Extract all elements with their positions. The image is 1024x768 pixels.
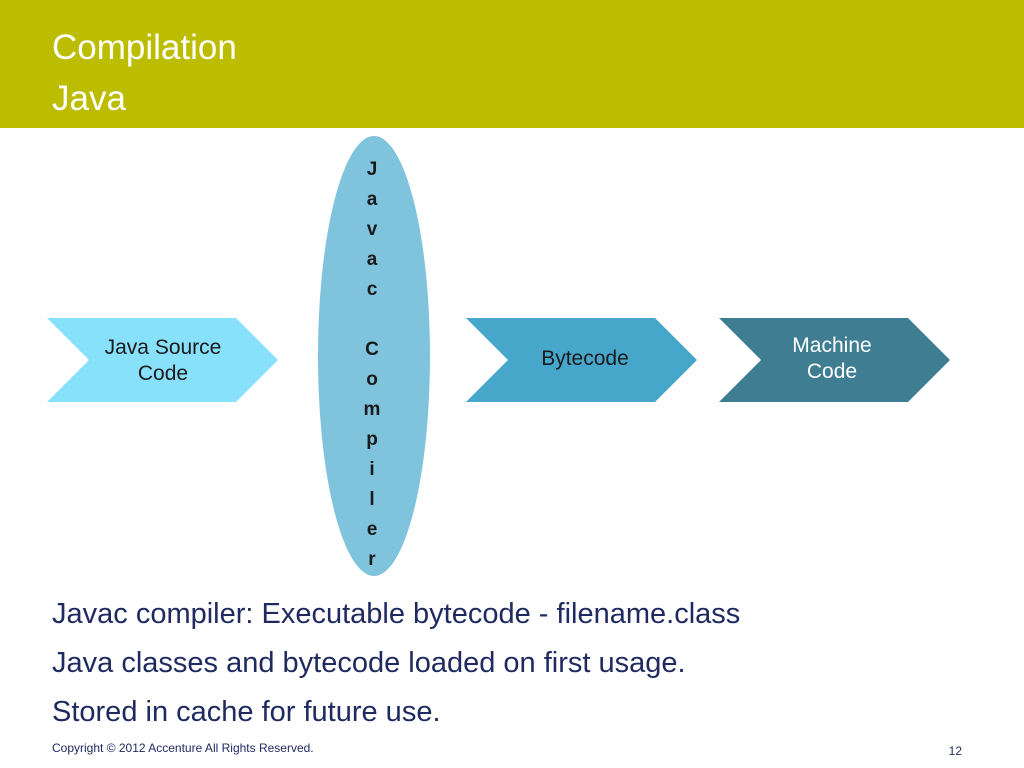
- compiler-letter: i: [369, 459, 375, 480]
- bytecode-label: Bytecode: [505, 346, 665, 372]
- header-bar: Compilation Java: [0, 0, 1024, 128]
- source-label-text: Java Source Code: [104, 336, 222, 385]
- compiler-letter: J: [366, 159, 378, 180]
- compiler-letter: r: [368, 549, 376, 570]
- source-label: Java Source Code: [84, 335, 242, 387]
- bytecode-label-text: Bytecode: [541, 347, 629, 370]
- bullet-item: Java classes and bytecode loaded on firs…: [52, 647, 686, 679]
- title-line-2: Java: [52, 79, 126, 118]
- compiler-letter: c: [366, 279, 378, 300]
- compilation-diagram: [47, 136, 950, 576]
- compiler-letter: [352, 305, 392, 335]
- bullet-list: Javac compiler: Executable bytecode - fi…: [52, 590, 992, 737]
- chevron-machine-code: [719, 318, 950, 402]
- machine-label: Machine Code: [754, 333, 910, 385]
- compiler-letter: o: [366, 369, 378, 390]
- compiler-letter: e: [366, 519, 378, 540]
- compiler-letter: v: [366, 219, 378, 240]
- chevron-java-source: [47, 318, 278, 402]
- javac-compiler-ellipse: [318, 136, 430, 576]
- compiler-letter: a: [366, 189, 378, 210]
- chevron-bytecode: [466, 318, 697, 402]
- compiler-letter: l: [369, 489, 375, 510]
- title-line-1: Compilation: [52, 28, 237, 67]
- bullet-item: Javac compiler: Executable bytecode - fi…: [52, 598, 741, 630]
- compiler-letter: a: [366, 249, 378, 270]
- compiler-letter: p: [366, 429, 378, 450]
- machine-label-text: Machine Code: [792, 334, 872, 383]
- footer-copyright: Copyright © 2012 Accenture All Rights Re…: [52, 741, 314, 755]
- compiler-letter: m: [363, 399, 381, 420]
- compiler-letter: C: [365, 339, 379, 360]
- page-number: 12: [948, 744, 962, 758]
- bullet-item: Stored in cache for future use.: [52, 696, 441, 728]
